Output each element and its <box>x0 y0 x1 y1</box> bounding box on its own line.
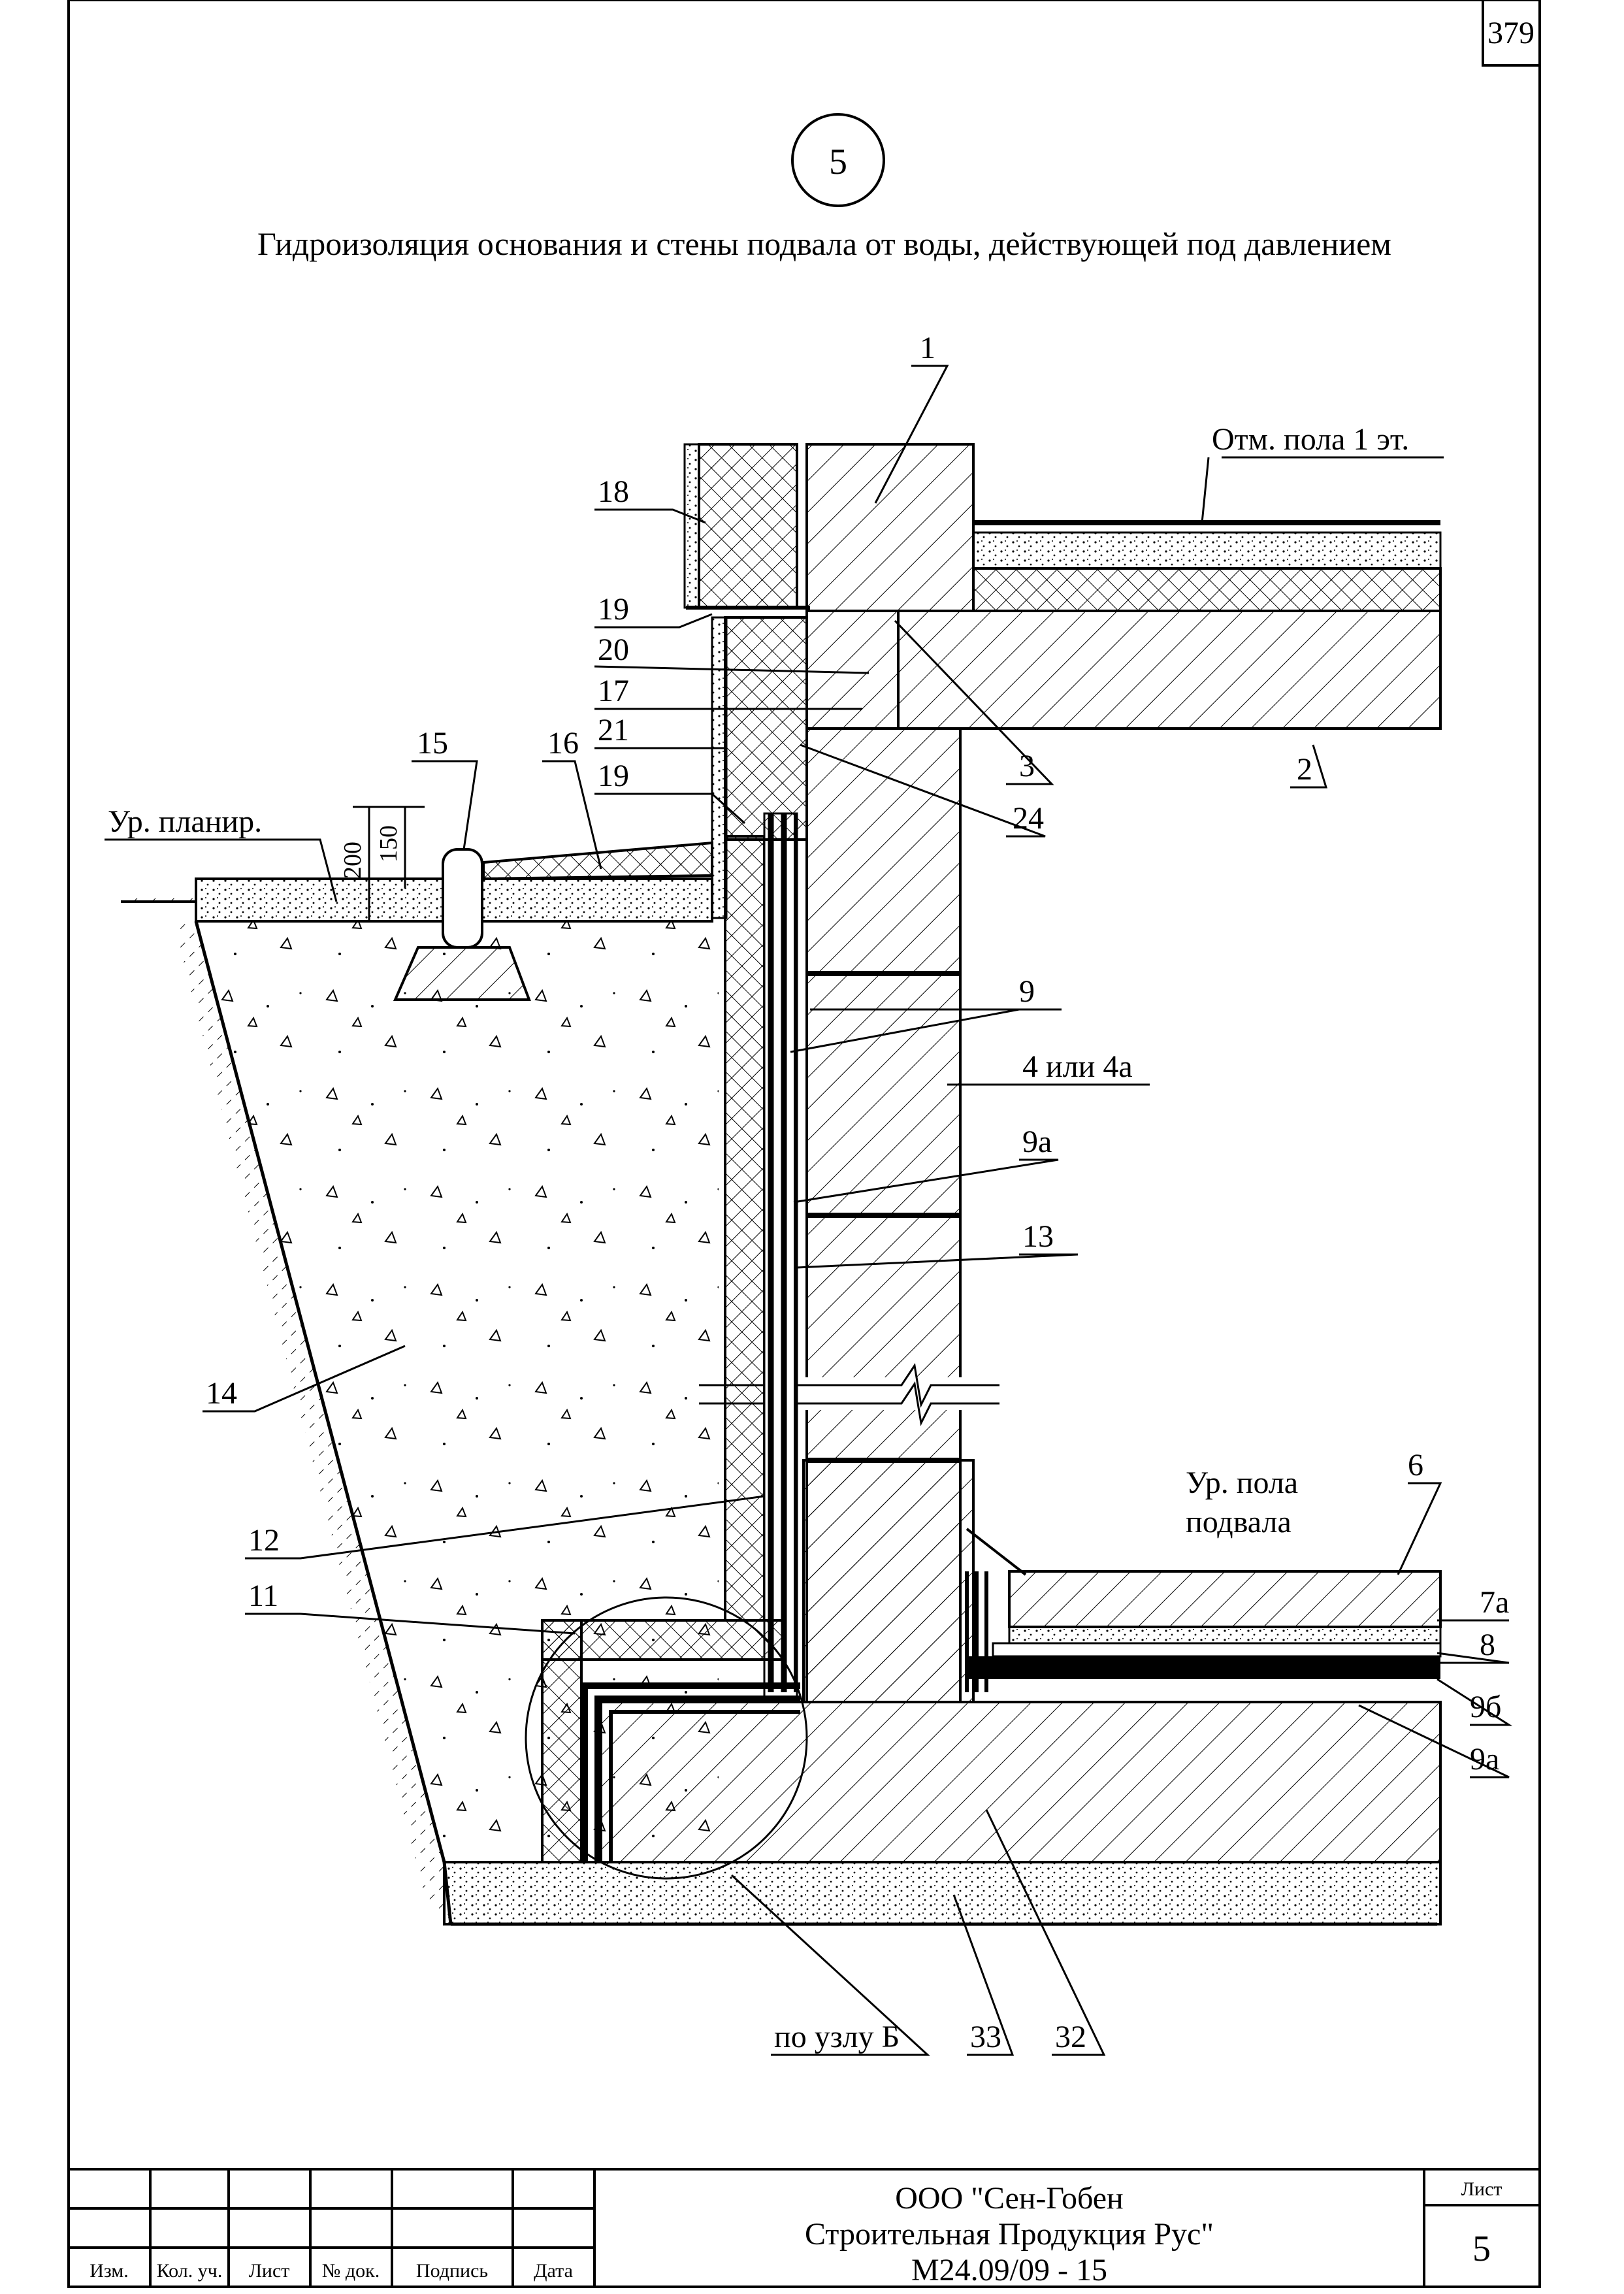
callout-leaders <box>105 365 1513 2056</box>
callout-1: 1 <box>920 331 935 365</box>
callout-9a: 9а <box>1022 1124 1052 1159</box>
callout-9: 9 <box>1019 974 1035 1009</box>
callout-2: 2 <box>1297 752 1312 787</box>
callout-17: 17 <box>598 674 629 708</box>
callout-33: 33 <box>970 2020 1001 2054</box>
callout-11: 11 <box>248 1579 278 1613</box>
earth-hatch-slope <box>173 921 451 1924</box>
plinth-block <box>805 610 900 730</box>
elevation-basement-floor-2: подвала <box>1186 1505 1291 1539</box>
callout-24: 24 <box>1013 801 1044 836</box>
title-block <box>67 2168 1541 2288</box>
page-number: 379 <box>1487 16 1535 50</box>
callout-4: 4 или 4а <box>1022 1049 1133 1084</box>
tb-sheet-label: Лист <box>1461 2178 1502 2200</box>
callout-12: 12 <box>248 1523 280 1558</box>
callout-16: 16 <box>547 726 579 761</box>
callout-9a-floor: 9а <box>1470 1742 1499 1777</box>
callout-7a: 7а <box>1480 1585 1509 1620</box>
callout-20: 20 <box>598 632 629 667</box>
basement-floor-membrane-9b <box>967 1656 1440 1679</box>
callout-9b: 9б <box>1470 1690 1501 1724</box>
basement-floor-membrane-8 <box>992 1642 1442 1658</box>
tb-company-1: ООО "Сен-Гобен <box>895 2181 1123 2216</box>
callout-6: 6 <box>1408 1448 1423 1483</box>
external-wall <box>805 443 975 612</box>
dim-150: 150 <box>375 825 402 862</box>
tb-col-date: Дата <box>534 2260 573 2282</box>
floor-insulation <box>972 567 1442 612</box>
drain-pipe <box>442 848 483 949</box>
floor-slab <box>897 610 1442 730</box>
callout-32: 32 <box>1055 2020 1086 2054</box>
toe-membrane-2 <box>594 1696 800 1862</box>
toe-membrane <box>581 1682 800 1862</box>
elevation-first-floor: Отм. пола 1 эт. <box>1212 422 1409 457</box>
foundation-slab <box>600 1701 1442 1863</box>
callout-node-b: по узлу Б <box>774 2020 900 2054</box>
basement-floor-screed <box>1008 1570 1442 1628</box>
break-line <box>699 1363 999 1426</box>
sand-bedding <box>443 1861 1442 1925</box>
basement-floor-layer-7a <box>1008 1626 1442 1645</box>
tb-company-2: Строительная Продукция Рус" <box>805 2217 1214 2252</box>
callout-21: 21 <box>598 713 629 747</box>
detail-number: 5 <box>829 142 847 182</box>
callout-19: 19 <box>598 592 629 627</box>
external-wall-insulation <box>698 443 798 609</box>
callout-18: 18 <box>598 474 629 509</box>
tb-col-list: Лист <box>249 2260 290 2282</box>
callout-8: 8 <box>1480 1628 1495 1662</box>
external-wall-plaster <box>683 443 700 609</box>
callout-19-lower: 19 <box>598 759 629 793</box>
callout-14: 14 <box>206 1376 237 1411</box>
tb-col-sign: Подпись <box>416 2260 488 2282</box>
tb-col-izm: Изм. <box>89 2260 129 2282</box>
elevation-basement-floor-1: Ур. пола <box>1186 1466 1298 1500</box>
tb-doc-code: М24.09/09 - 15 <box>911 2253 1107 2287</box>
callout-15: 15 <box>417 726 448 761</box>
drawing-title: Гидроизоляция основания и стены подвала … <box>257 225 1391 262</box>
drain-base <box>393 946 531 1001</box>
slab-step <box>802 1459 975 1703</box>
callout-13: 13 <box>1022 1219 1054 1254</box>
tb-col-kol: Кол. уч. <box>157 2260 223 2282</box>
blind-area <box>482 841 713 881</box>
toe-membrane-3 <box>609 1710 800 1862</box>
tb-col-doc: № док. <box>322 2260 380 2282</box>
detail-number-circle <box>791 113 885 207</box>
callout-3: 3 <box>1019 749 1035 783</box>
wall-protection-board <box>724 835 766 1622</box>
dim-200: 200 <box>339 842 366 879</box>
plinth-insulation <box>724 616 808 841</box>
floor-fillet <box>966 1528 1027 1576</box>
toe-protection-vertical <box>541 1619 583 1863</box>
elevation-grade: Ур. планир. <box>108 804 262 839</box>
floor-screed <box>972 531 1442 570</box>
tb-sheet-value: 5 <box>1472 2229 1491 2269</box>
page-number-box <box>1482 0 1541 67</box>
node-b-circle <box>525 1596 808 1880</box>
plinth-finish <box>711 616 728 919</box>
